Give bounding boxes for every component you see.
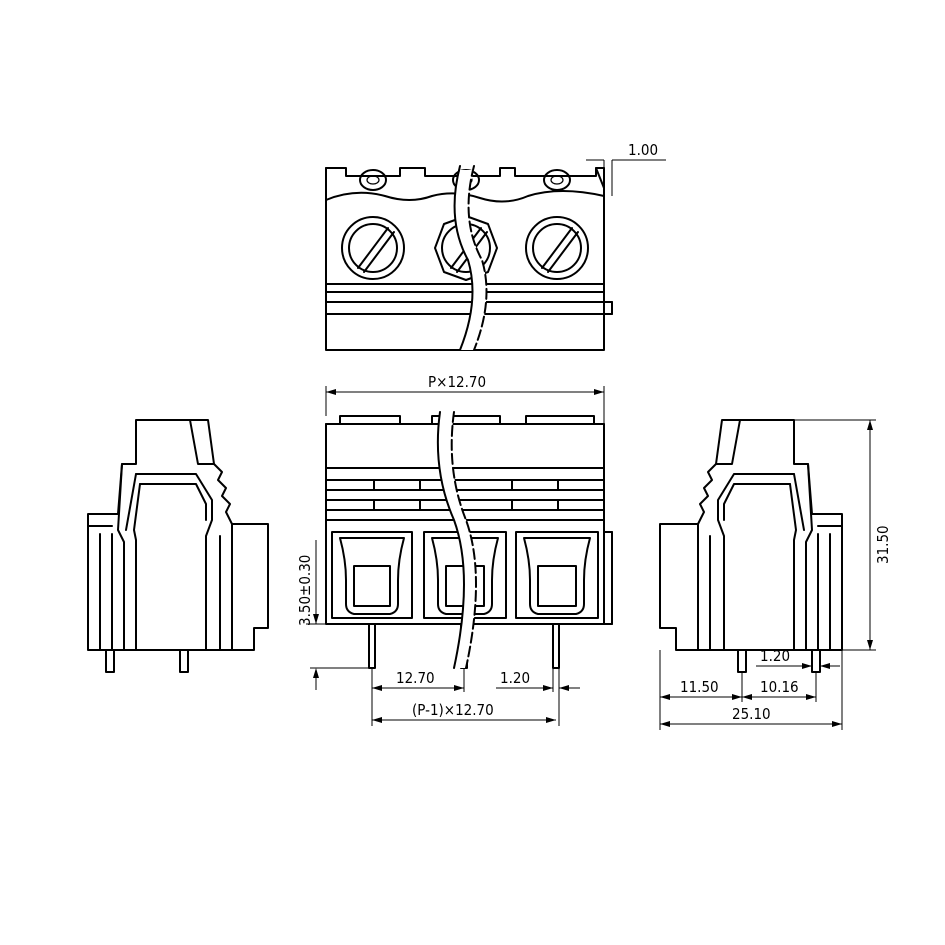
dim-top-offset: 1.00 (628, 141, 658, 159)
screw-1 (341, 216, 405, 280)
dim-pitch: 12.70 (396, 669, 435, 687)
dim-side-pin-pitch: 10.16 (760, 678, 799, 696)
dim-pin-span: (P-1)×12.70 (412, 701, 494, 719)
wire-opening-1 (331, 531, 413, 619)
dim-total-length: P×12.70 (428, 373, 486, 391)
dim-pin-height: 3.50±0.30 (296, 555, 314, 626)
dim-side-height: 31.50 (874, 525, 892, 564)
front-view: P×12.70 3.50±0.30 12.70 1.20 (P-1)×12.70 (296, 373, 613, 726)
dim-side-pin-width: 1.20 (760, 647, 790, 665)
screw-3 (525, 216, 589, 280)
dim-pin-width: 1.20 (500, 669, 530, 687)
dim-side-total-depth: 25.10 (732, 705, 771, 723)
left-side-view (87, 419, 269, 673)
top-view: 1.00 (325, 141, 666, 351)
right-side-view: 31.50 1.20 11.50 10.16 25.10 (659, 419, 892, 730)
dim-side-front-offset: 11.50 (680, 678, 719, 696)
wire-opening-3 (515, 531, 599, 619)
